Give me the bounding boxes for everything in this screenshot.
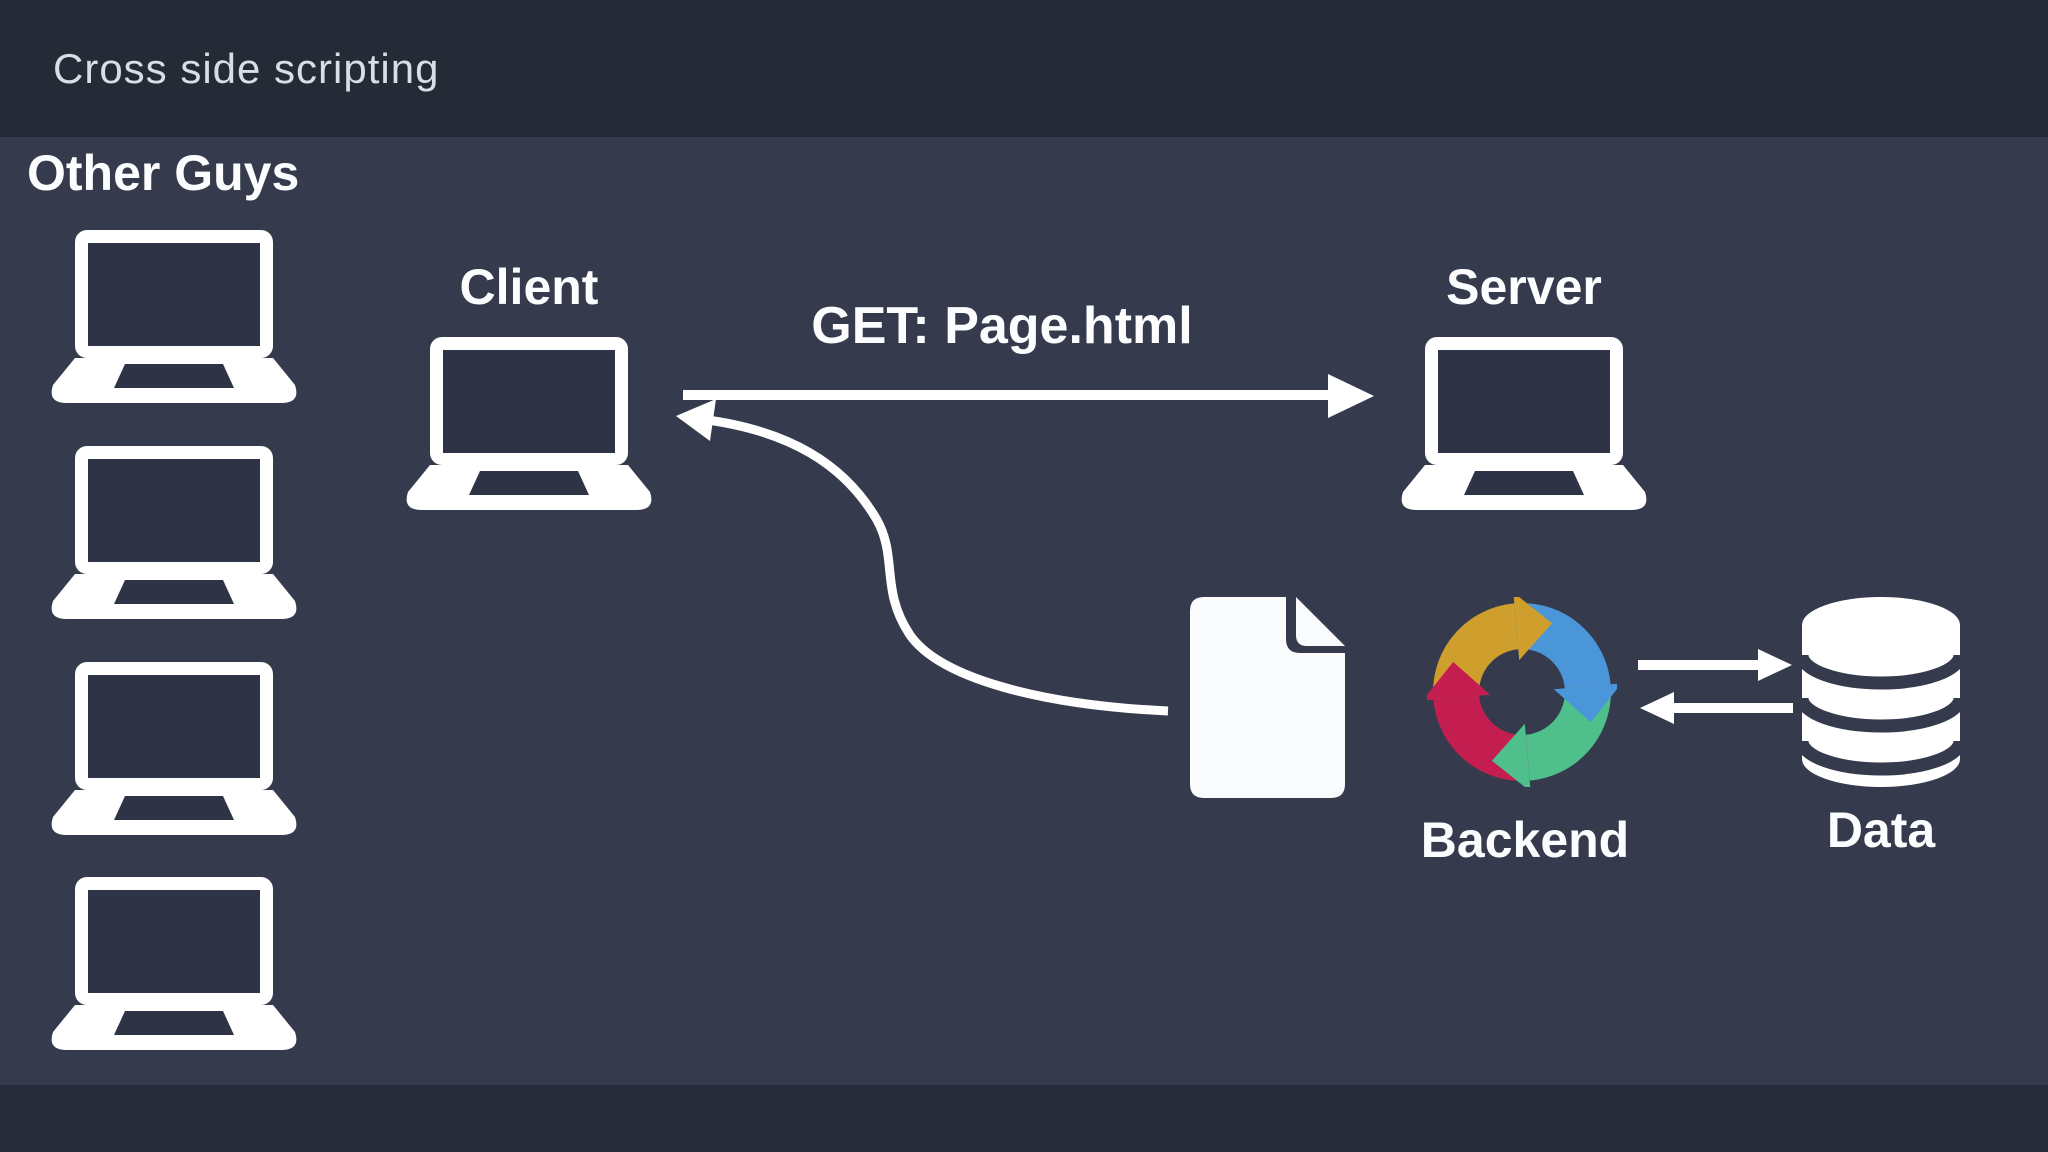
other-guys-label: Other Guys [27,145,300,201]
backend-label: Backend [1420,812,1630,868]
bottom-strip [0,1085,2048,1152]
server-label: Server [1446,259,1602,315]
database-icon [1802,597,1960,787]
laptop-icon [51,877,297,1050]
client-laptop-icon [406,337,652,510]
sync-cycle-icon [1427,597,1617,787]
document-icon [1190,597,1345,798]
page-title: Cross side scripting [53,44,440,92]
client-label: Client [459,259,599,315]
backend-to-data-arrow-icon [1638,649,1792,681]
data-label: Data [1826,802,1936,858]
request-label: GET: Page.html [811,297,1193,355]
curved-return-arrow-icon [676,399,1169,716]
laptop-icon [51,662,297,835]
laptop-icon [51,230,297,403]
laptop-icon [51,446,297,619]
data-to-backend-arrow-icon [1640,692,1793,724]
title-bar: Cross side scripting [0,0,2048,137]
request-arrow-icon [683,374,1374,418]
server-laptop-icon [1401,337,1647,510]
